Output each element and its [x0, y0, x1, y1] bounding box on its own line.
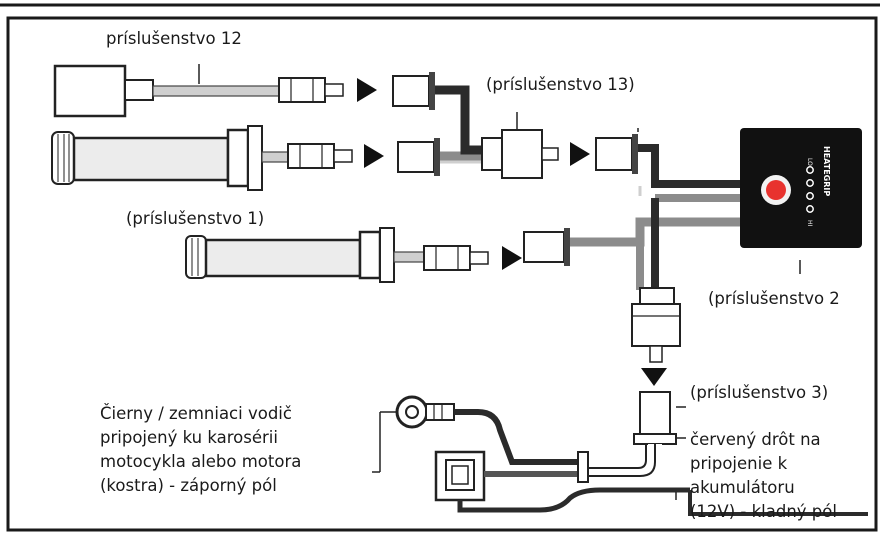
controller-brand-text: HEATEGRIP: [822, 146, 831, 196]
label-accessory-2: (príslušenstvo 2: [708, 289, 840, 308]
positive-note-line: akumulátoru: [690, 478, 795, 497]
grip-body: [72, 136, 230, 182]
junction-body: [501, 129, 543, 179]
socket-b: [397, 141, 435, 173]
accessory-13-junction: [481, 112, 638, 179]
socket-d: [523, 231, 565, 263]
harness-plug-pin: [649, 345, 663, 363]
grip-flange-outer: [379, 227, 395, 283]
ground-note-line: motocykla alebo motora: [100, 452, 302, 471]
accessory-12-pin: [324, 83, 344, 97]
arrow-down-icon: [641, 368, 667, 386]
socket-c: [595, 137, 633, 171]
grip-pin: [469, 251, 489, 265]
ground-note-line: Čierny / zemniaci vodič: [100, 404, 292, 423]
wire-dark-a: [435, 85, 470, 142]
grip-pin: [333, 149, 353, 163]
grip-cable: [393, 251, 425, 263]
accessory-2-controller: LO HI HEATEGRIP: [740, 128, 862, 248]
grip-body: [204, 238, 362, 278]
grip-flange-outer: [247, 125, 263, 191]
wire-dark-c: [638, 144, 740, 188]
grip-end-cap: [51, 131, 75, 185]
grip-plug: [287, 143, 335, 169]
ground-note-line: (kostra) - záporný pól: [100, 476, 277, 495]
socket-a: [392, 75, 430, 107]
socket-a-flange: [429, 72, 435, 110]
junction-pin: [541, 147, 559, 161]
controller-power-button: [766, 180, 786, 200]
controller-hi-mark: HI: [806, 220, 813, 227]
label-accessory-3: (príslušenstvo 3): [690, 383, 829, 402]
accessory-3-battery-lead: [372, 391, 868, 516]
harness-plug: [631, 287, 681, 386]
grip-cable: [261, 151, 289, 163]
positive-note-line: (12V) - kladný pól: [690, 502, 837, 521]
controller-lo-mark: LO: [806, 158, 813, 166]
accessory-12-neck: [124, 79, 154, 101]
grip-plug: [423, 245, 471, 271]
accessory-12-plug: [278, 77, 326, 103]
accessory-12-part: [53, 64, 435, 118]
arrow-icon: [357, 78, 377, 102]
controller-body: [740, 128, 862, 248]
arrow-icon: [364, 144, 384, 168]
ground-note-line: pripojený ku karosérii: [100, 428, 278, 447]
harness-plug-body: [631, 303, 681, 347]
positive-wire-note: červený drôt na pripojenie k akumulátoru…: [690, 428, 876, 524]
arrow-icon: [570, 142, 590, 166]
label-accessory-1: (príslušenstvo 1): [126, 209, 265, 228]
accessory-1-grip: [185, 227, 570, 283]
ground-wire-note: Čierny / zemniaci vodič pripojený ku kar…: [100, 402, 370, 498]
grip-end-cap: [185, 235, 207, 279]
label-accessory-12: príslušenstvo 12: [106, 29, 242, 48]
accessory-12-block: [53, 64, 127, 118]
ground-wire: [454, 409, 578, 465]
grip-flange: [358, 230, 382, 280]
led-icon: [806, 205, 814, 213]
handlebar-grip-upper: [51, 125, 440, 191]
ring-terminal-crimp: [425, 403, 455, 421]
harness-plug-cap: [639, 287, 675, 305]
led-icon: [806, 179, 814, 187]
grip-flange: [226, 128, 250, 188]
arrow-icon: [502, 246, 522, 270]
accessory-12-cable: [152, 85, 280, 97]
junction-collar: [481, 137, 503, 171]
diagram-frame: [6, 16, 878, 532]
label-accessory-13: (príslušenstvo 13): [486, 75, 635, 94]
positive-note-line: pripojenie k: [690, 454, 788, 473]
positive-note-line: červený drôt na: [690, 430, 821, 449]
led-icon: [806, 192, 814, 200]
battery-lead-collar: [633, 433, 677, 445]
battery-lead-socket: [639, 391, 671, 435]
led-icon: [806, 166, 814, 174]
